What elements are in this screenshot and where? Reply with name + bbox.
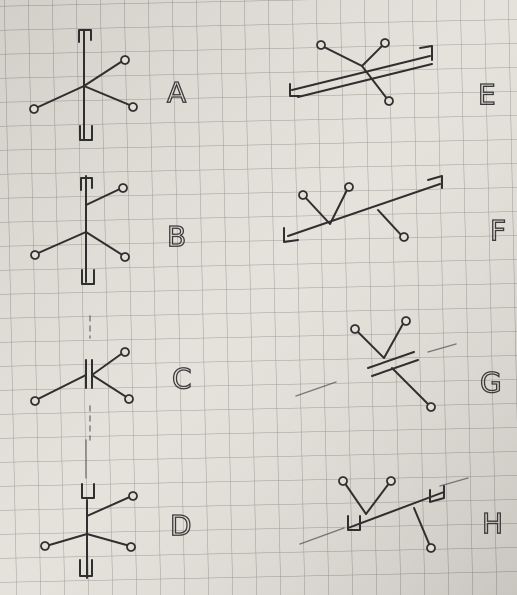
label-e: E (478, 78, 496, 111)
label-a: A (167, 76, 186, 109)
label-h: H (482, 507, 503, 540)
label-b: B (167, 220, 186, 253)
label-g: G (480, 366, 502, 399)
label-d: D (170, 509, 192, 542)
label-c: C (172, 362, 192, 395)
label-f: F (490, 214, 506, 247)
